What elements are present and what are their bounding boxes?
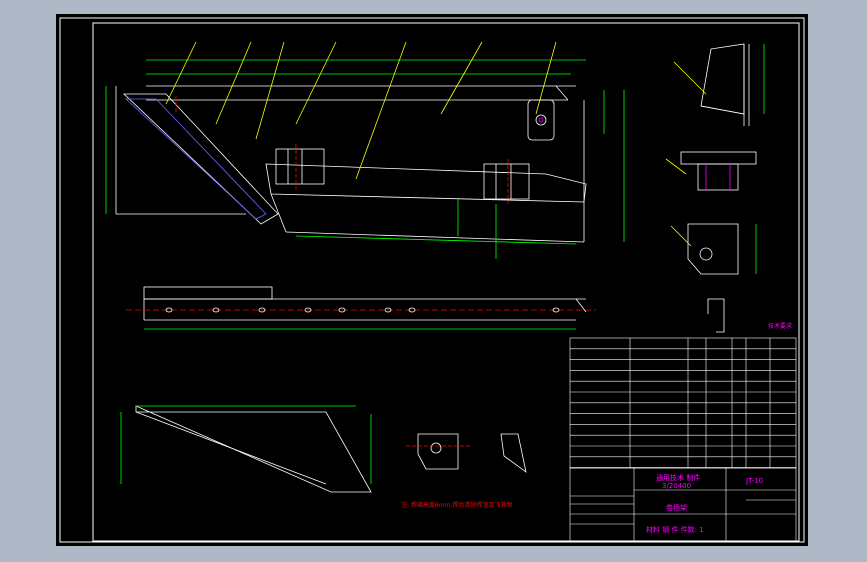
tech-requirement: 注: 焊缝高度6mm,焊后清除焊渣及飞溅物 — [401, 501, 512, 509]
parts-list — [569, 337, 797, 469]
title-block — [569, 467, 797, 542]
inner-frame — [92, 22, 800, 542]
plate-side-view — [126, 286, 596, 330]
cad-drawing: 通用技术 制件 3/20400 卷扬架 JT-10 材料 钢 件 件数: 1 注… — [59, 17, 805, 543]
small-triangle-view — [500, 433, 527, 473]
detail-view-d — [707, 298, 725, 333]
note-right: 技术要求 — [768, 322, 792, 330]
drawing-sheet: 通用技术 制件 3/20400 卷扬架 JT-10 材料 钢 件 件数: 1 注… — [56, 14, 808, 546]
part-name: 卷扬架 — [666, 503, 687, 512]
title-line2: 3/20400 — [662, 482, 691, 490]
main-elevation-view — [105, 41, 625, 259]
title-line1: 通用技术 制件 — [656, 473, 700, 482]
detail-view-c — [670, 223, 757, 275]
detail-view-b — [665, 151, 757, 191]
title-footer: 材料 钢 件 件数: 1 — [646, 525, 704, 534]
outer-frame — [59, 17, 805, 543]
detail-view-a — [673, 43, 765, 126]
small-plate-view — [406, 433, 471, 470]
drawing-number: JT-10 — [745, 477, 763, 485]
gusset-plate-view — [120, 405, 372, 493]
